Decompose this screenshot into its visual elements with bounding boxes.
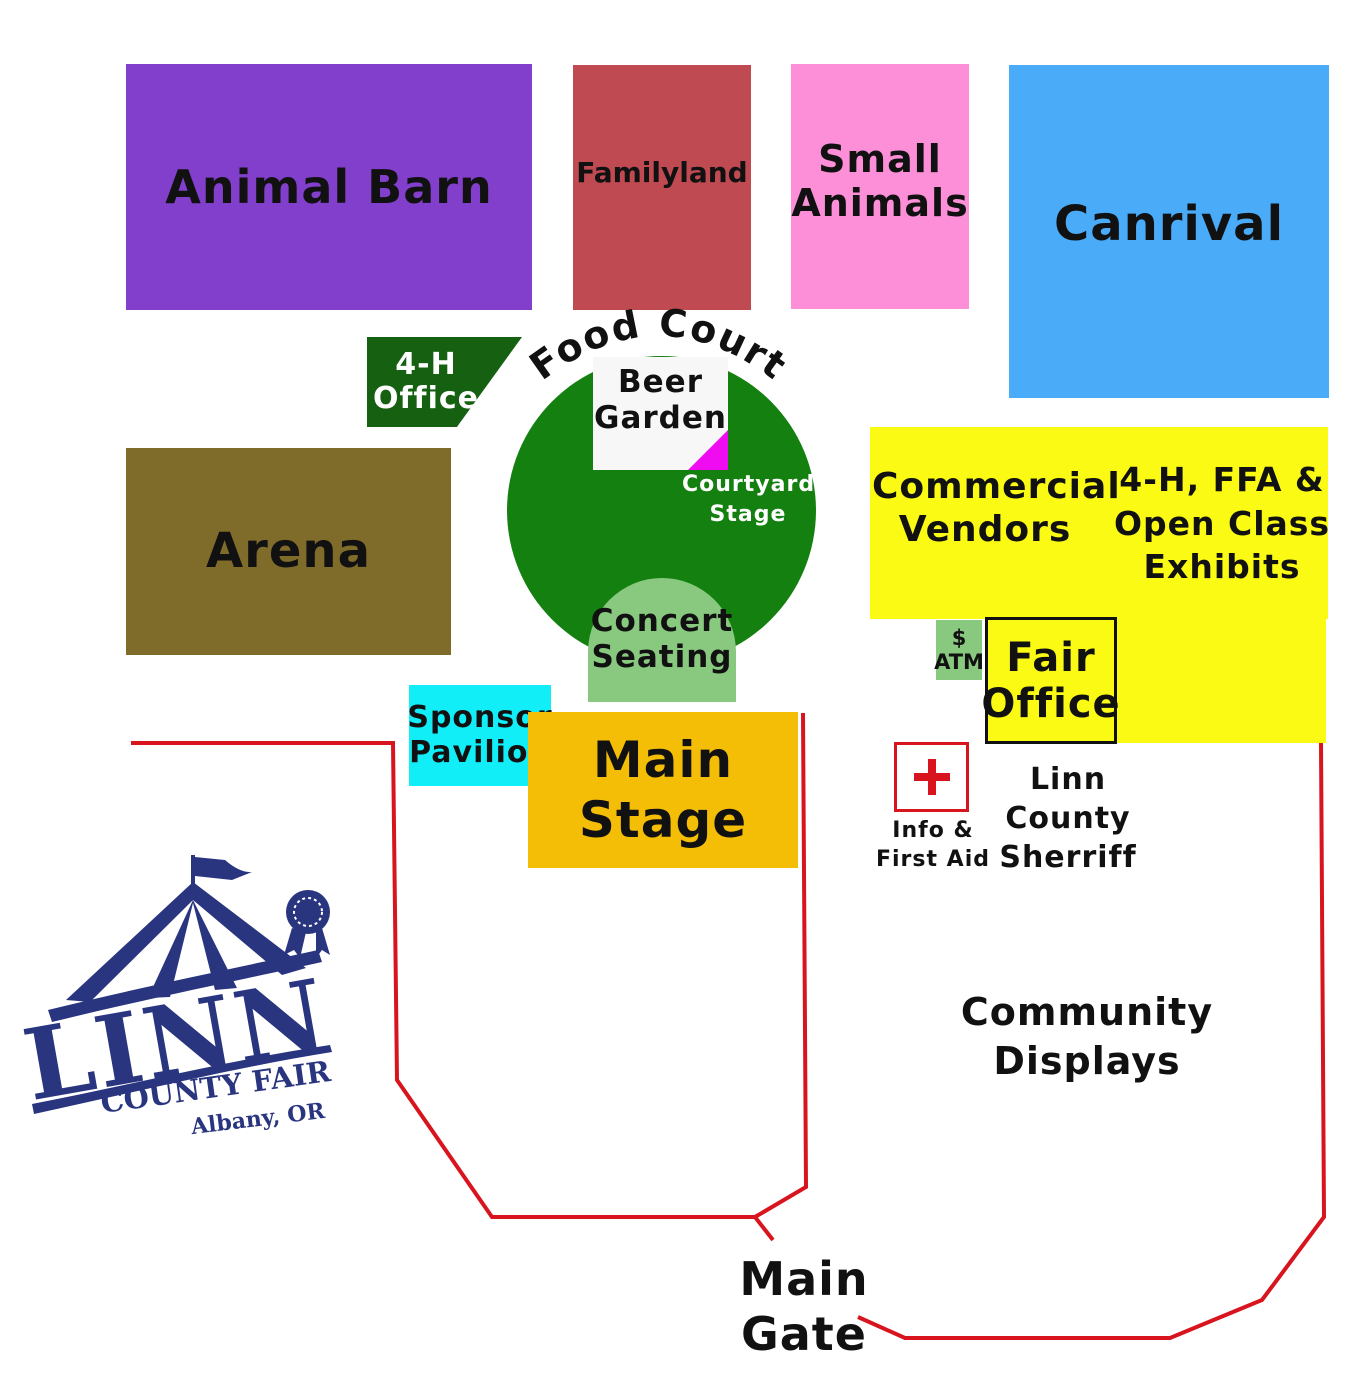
arena-label: Arena xyxy=(206,522,371,579)
flag-icon xyxy=(191,855,252,885)
main-stage[interactable]: Main Stage xyxy=(528,712,798,868)
arena[interactable]: Arena xyxy=(126,448,451,655)
courtyard-stage-label: Courtyard Stage xyxy=(682,472,816,527)
community-displays-label: Community Displays xyxy=(960,990,1214,1084)
four-h-office-label: 4-H Office xyxy=(373,346,480,416)
atm-dollar-label: $ xyxy=(951,625,967,650)
beer-garden[interactable]: Beer Garden xyxy=(593,357,728,470)
exhibits-label: 4-H, FFA & Open Class Exhibits xyxy=(1113,460,1331,587)
commercial-vendors[interactable] xyxy=(870,427,1328,619)
concert-seating[interactable]: Concert Seating xyxy=(588,578,736,702)
main-gate-label[interactable]: Main Gate xyxy=(739,1252,869,1362)
first-aid-cross-icon xyxy=(913,759,950,795)
first-aid-station[interactable] xyxy=(894,742,969,812)
sheriff-label: Linn County Sherriff xyxy=(999,762,1137,875)
exhibit-hall-annex[interactable] xyxy=(1115,617,1326,743)
fence-east xyxy=(857,742,1327,1340)
info-first-aid-label: Info & First Aid xyxy=(875,818,990,873)
fair-office[interactable]: Fair Office xyxy=(981,617,1120,744)
fence-west xyxy=(131,712,809,1219)
atm-label: ATM xyxy=(934,650,984,674)
animal-barn-label: Animal Barn xyxy=(165,159,493,214)
carnival-label: Canrival xyxy=(1053,196,1285,252)
main-stage-label: Main Stage xyxy=(578,731,748,849)
fair-office-label: Fair Office xyxy=(981,634,1121,727)
concert-seating-label: Concert Seating xyxy=(590,603,734,675)
sponsor-pavilion-label: Sponsor Pavilion xyxy=(407,700,553,770)
circus-tent-icon xyxy=(48,882,322,1022)
small-animals-label: Small Animals xyxy=(791,137,969,225)
atm[interactable]: $ ATM xyxy=(934,620,984,680)
animal-barn[interactable]: Animal Barn xyxy=(126,64,532,310)
beer-garden-label: Beer Garden xyxy=(594,364,727,436)
familyland[interactable]: Familyland xyxy=(573,65,751,310)
ribbon-icon xyxy=(284,890,330,958)
carnival[interactable]: Canrival xyxy=(1009,65,1329,398)
commercial-vendors-label: Commercial Vendors xyxy=(872,466,1121,551)
sponsor-pavilion[interactable]: Sponsor Pavilion xyxy=(407,685,553,786)
small-animals[interactable]: Small Animals xyxy=(791,64,969,309)
fence-gate-left xyxy=(753,1215,775,1242)
familyland-label: Familyland xyxy=(576,156,748,189)
